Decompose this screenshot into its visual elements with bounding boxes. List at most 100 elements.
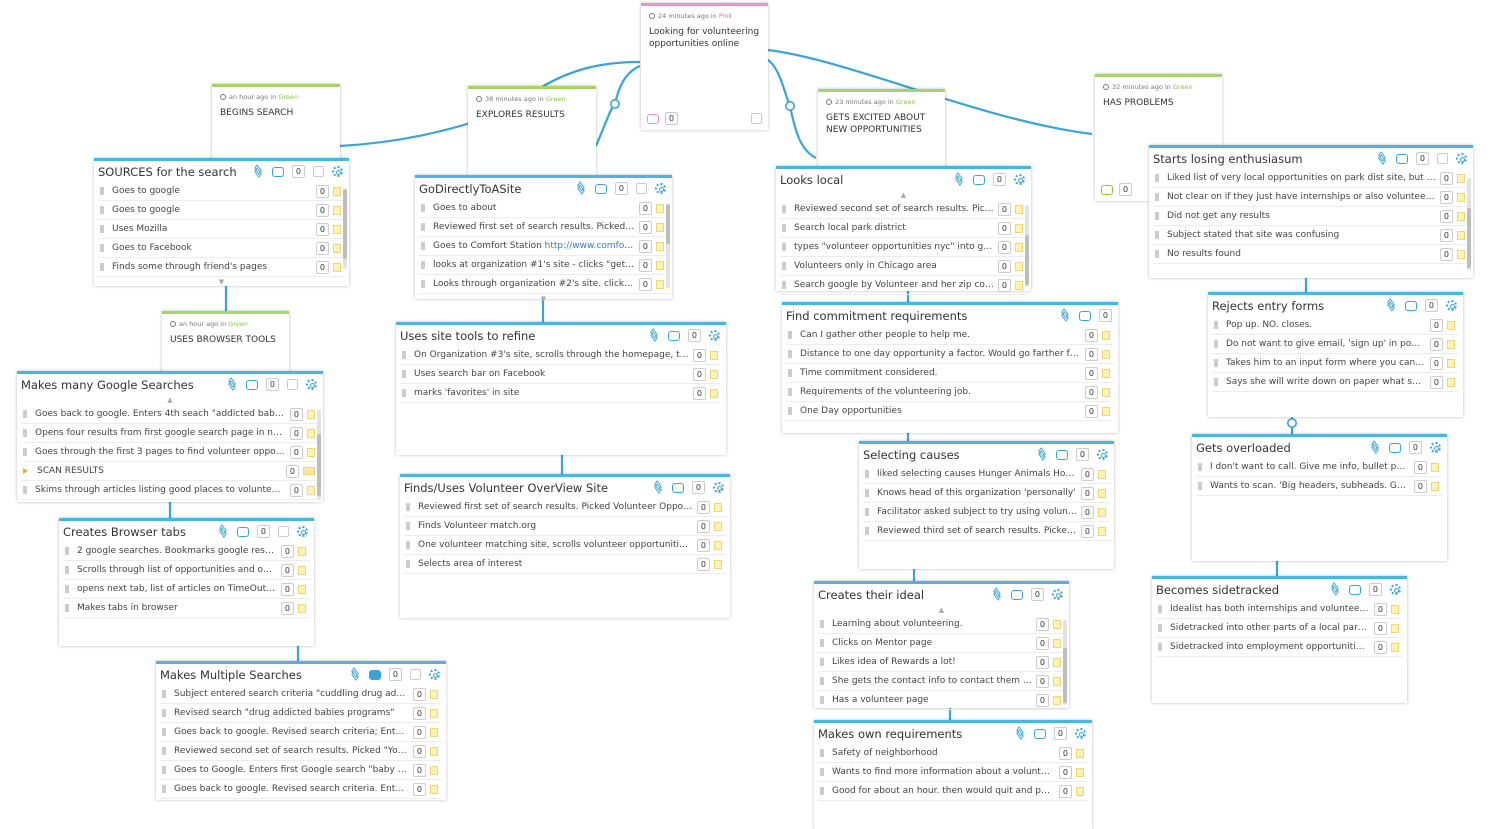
drag-handle-icon[interactable] [162, 747, 166, 755]
layers-icon[interactable] [253, 167, 264, 177]
sticky-note-icon[interactable] [298, 546, 306, 556]
scrollbar[interactable] [1063, 620, 1067, 705]
drag-handle-icon[interactable] [1155, 174, 1159, 182]
sticky-note-icon[interactable] [430, 727, 438, 737]
drag-handle-icon[interactable] [402, 351, 406, 359]
sticky-note-icon[interactable] [714, 521, 722, 531]
list-item-text[interactable]: Sidetracked into employment opportunitie… [1170, 642, 1370, 652]
drag-handle-icon[interactable] [421, 223, 425, 231]
expand-icon[interactable] [636, 183, 647, 194]
list-item[interactable]: Opens four results from first google sea… [21, 424, 319, 443]
list-item-text[interactable]: Says she will write down on paper what s… [1226, 377, 1426, 387]
drag-handle-icon[interactable] [820, 658, 824, 666]
drag-handle-icon[interactable] [1155, 231, 1159, 239]
list-item[interactable]: Pop up. NO. closes.0 [1212, 316, 1459, 335]
list-item[interactable]: Revised search "drug addicted babies pro… [160, 704, 442, 723]
drag-handle-icon[interactable] [162, 728, 166, 736]
list-item-text[interactable]: Distance to one day opportunity a factor… [800, 349, 1081, 359]
sticky-note-icon[interactable] [1457, 173, 1465, 183]
drag-handle-icon[interactable] [406, 560, 410, 568]
sticky-note-icon[interactable] [1098, 507, 1106, 517]
drag-handle-icon[interactable] [865, 508, 869, 516]
sticky-note-icon[interactable] [1447, 339, 1455, 349]
sticky-note-icon[interactable] [303, 467, 315, 475]
sticky-note-icon[interactable] [1457, 230, 1465, 240]
drag-handle-icon[interactable] [162, 709, 166, 717]
sticky-note-icon[interactable] [714, 502, 722, 512]
list-item[interactable]: Reviewed second set of search results. P… [160, 742, 442, 761]
sticky-note-icon[interactable] [1447, 320, 1455, 330]
comment-icon[interactable] [594, 183, 607, 194]
card-title[interactable]: Finds/Uses Volunteer OverView Site [404, 480, 609, 495]
sticky-note-icon[interactable] [1076, 748, 1084, 758]
list-item-text[interactable]: marks 'favorites' in site [414, 388, 520, 398]
list-item-text[interactable]: Goes back to google. Revised search crit… [174, 727, 409, 737]
sticky-note-icon[interactable] [430, 765, 438, 775]
list-item-text[interactable]: Skims through articles listing good plac… [35, 485, 286, 495]
note-browser-tools[interactable]: an hour ago in Green USES BROWSER TOOLS [162, 311, 289, 381]
drag-handle-icon[interactable] [1155, 250, 1159, 258]
drag-handle-icon[interactable] [23, 410, 27, 418]
list-item-text[interactable]: Goes to google [112, 186, 180, 196]
scrollbar[interactable] [666, 204, 670, 288]
drag-handle-icon[interactable] [65, 604, 69, 612]
list-item-text[interactable]: Time commitment considered. [800, 368, 938, 378]
list-item-text[interactable]: Goes to Facebook [112, 243, 192, 253]
layers-icon[interactable] [350, 670, 361, 680]
list-item[interactable]: Idealist has both internships and volunt… [1156, 600, 1403, 619]
drag-handle-icon[interactable] [865, 470, 869, 478]
layers-icon[interactable] [653, 483, 664, 493]
gear-icon[interactable] [1075, 728, 1086, 739]
sticky-note-icon[interactable] [1053, 657, 1061, 667]
drag-handle-icon[interactable] [100, 263, 104, 271]
sticky-note-icon[interactable] [298, 565, 306, 575]
drag-handle-icon[interactable] [820, 787, 824, 795]
sticky-note-icon[interactable] [710, 350, 718, 360]
drag-handle-icon[interactable] [1198, 482, 1202, 490]
comment-icon[interactable] [1055, 449, 1068, 460]
comment-icon[interactable] [1395, 153, 1408, 164]
list-item[interactable]: Knows head of this organization 'persona… [863, 484, 1110, 503]
list-item[interactable]: Facilitator asked subject to try using v… [863, 503, 1110, 522]
card-title[interactable]: Creates their ideal [818, 587, 925, 602]
list-item-text[interactable]: Finds Volunteer match.org [418, 521, 537, 531]
list-item[interactable]: Reviewed second set of search results. P… [780, 200, 1027, 219]
list-item[interactable]: Looks through organization #2's site. cl… [419, 275, 668, 294]
list-item-text[interactable]: looks at organization #1's site - clicks… [433, 260, 635, 270]
sticky-note-icon[interactable] [1053, 638, 1061, 648]
card-title[interactable]: GoDirectlyToASite [419, 181, 522, 196]
drag-handle-icon[interactable] [421, 280, 425, 288]
list-item-text[interactable]: On Organization #3's site, scrolls throu… [414, 350, 689, 360]
gear-icon[interactable] [1390, 584, 1401, 595]
drag-handle-icon[interactable] [406, 503, 410, 511]
list-item-text[interactable]: Safety of neighborhood [832, 748, 938, 758]
expand-icon[interactable] [313, 166, 324, 177]
sticky-note-icon[interactable] [1102, 406, 1110, 416]
list-item-link[interactable]: http://www.comfortstation.org [544, 241, 635, 251]
card-title[interactable]: Looks local [780, 172, 844, 187]
scroll-up-icon[interactable]: ▲ [167, 396, 173, 404]
list-item[interactable]: Says she will write down on paper what s… [1212, 373, 1459, 392]
list-item[interactable]: liked selecting causes Hunger Animals Ho… [863, 465, 1110, 484]
layers-icon[interactable] [1370, 443, 1381, 453]
drag-handle-icon[interactable] [782, 224, 786, 232]
gear-icon[interactable] [1052, 589, 1063, 600]
list-item-text[interactable]: 2 google searches. Bookmarks google resu… [77, 546, 277, 556]
list-item-text[interactable]: One Day opportunities [800, 406, 902, 416]
sticky-note-icon[interactable] [1102, 368, 1110, 378]
sticky-note-icon[interactable] [1102, 330, 1110, 340]
list-item[interactable]: I don't want to call. Give me info, bull… [1196, 458, 1443, 477]
list-item[interactable]: Likes idea of Rewards a lot!0 [818, 653, 1065, 672]
list-item-text[interactable]: Wants to find more information about a v… [832, 767, 1055, 777]
sticky-note-icon[interactable] [1015, 242, 1023, 252]
drag-handle-icon[interactable] [788, 369, 792, 377]
list-item-text[interactable]: Revised search "drug addicted babies pro… [174, 708, 395, 718]
